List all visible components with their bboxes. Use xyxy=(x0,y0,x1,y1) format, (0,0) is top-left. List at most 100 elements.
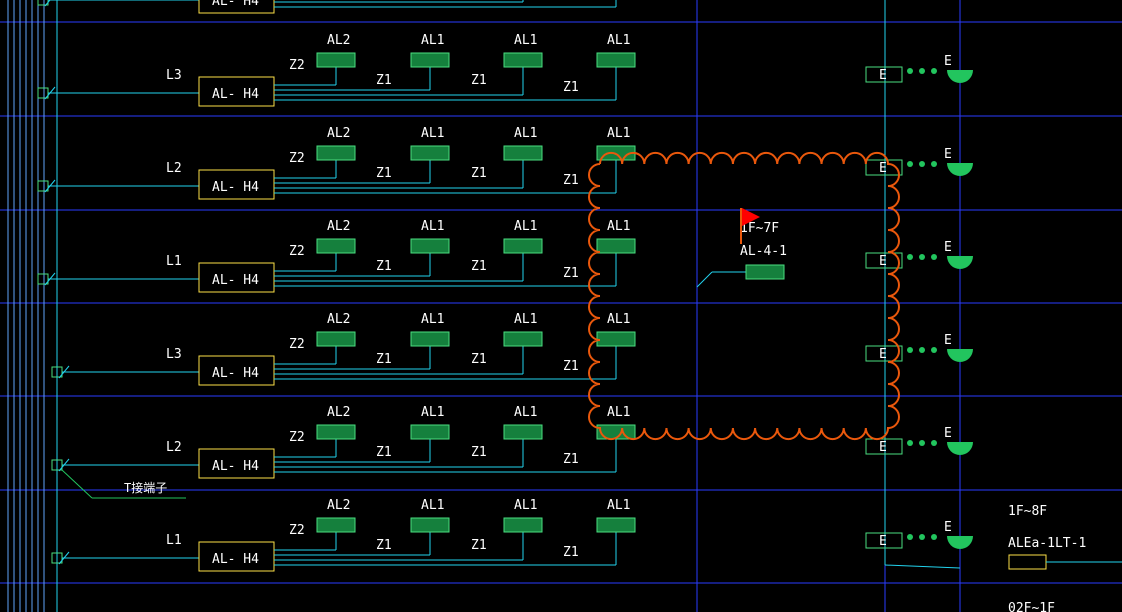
emergency-box xyxy=(865,345,903,362)
fixture-label: AL2 xyxy=(327,405,350,420)
link-dot-icon xyxy=(919,161,925,167)
emergency-lamp-label: E xyxy=(944,147,952,162)
cable-label: Z1 xyxy=(563,545,579,560)
fixture-symbol xyxy=(503,331,543,347)
cable-label: Z2 xyxy=(289,151,305,166)
fixture-label: AL1 xyxy=(607,126,630,141)
fixture-symbol xyxy=(316,52,356,68)
link-dot-icon xyxy=(907,534,913,540)
link-dot-icon xyxy=(919,347,925,353)
emergency-box xyxy=(865,438,903,455)
vertical-buses xyxy=(7,0,58,612)
cable-label: Z1 xyxy=(471,166,487,181)
distribution-row: AL- H4 xyxy=(37,0,617,14)
panel-box xyxy=(198,355,275,386)
link-dot-icon xyxy=(919,68,925,74)
link-dot-icon xyxy=(919,534,925,540)
fixture-symbol xyxy=(503,145,543,161)
cable-label: Z1 xyxy=(376,352,392,367)
emergency-lamp-label: E xyxy=(944,240,952,255)
fixture-symbol xyxy=(410,238,450,254)
fixture-label: AL1 xyxy=(607,405,630,420)
fixture-label: AL1 xyxy=(607,33,630,48)
link-dot-icon xyxy=(907,347,913,353)
panel-label: AL- H4 xyxy=(212,459,259,474)
cable-label: Z1 xyxy=(471,538,487,553)
link-dot-icon xyxy=(907,161,913,167)
cable-label: Z1 xyxy=(563,452,579,467)
emergency-box xyxy=(865,532,903,549)
fixture-label: AL1 xyxy=(421,126,444,141)
panel-box xyxy=(198,169,275,200)
emergency-lamp-label: E xyxy=(944,426,952,441)
emergency-lamp-label: E xyxy=(944,520,952,535)
emergency-box-label: E xyxy=(879,440,887,455)
emergency-lamp-icon xyxy=(947,163,973,176)
emergency-lamp-label: E xyxy=(944,54,952,69)
cable-label: Z2 xyxy=(289,58,305,73)
panel-label: AL- H4 xyxy=(212,273,259,288)
cable-label: Z2 xyxy=(289,244,305,259)
line-label: L3 xyxy=(166,68,182,83)
fixture-symbol xyxy=(503,52,543,68)
fixture-label: AL1 xyxy=(514,405,537,420)
cable-label: Z1 xyxy=(471,259,487,274)
panel-label: AL- H4 xyxy=(212,0,259,9)
cable-label: Z2 xyxy=(289,430,305,445)
emergency-lamp-icon xyxy=(947,442,973,455)
emergency-lamp-icon xyxy=(947,536,973,549)
t-terminal-label: T接端子 xyxy=(124,480,167,495)
cable-label: Z1 xyxy=(471,352,487,367)
link-dot-icon xyxy=(931,534,937,540)
emergency-lamp-icon xyxy=(947,349,973,362)
cable-label: Z1 xyxy=(376,445,392,460)
emergency-lamp-label: E xyxy=(944,333,952,348)
fixture-label: AL1 xyxy=(421,498,444,513)
panel-label: AL- H4 xyxy=(212,87,259,102)
emergency-box-label: E xyxy=(879,347,887,362)
fixture-symbol xyxy=(596,331,636,347)
bottom-note: 02F~1F xyxy=(1008,601,1055,612)
emergency-box-label: E xyxy=(879,254,887,269)
link-dot-icon xyxy=(931,68,937,74)
cloud-panel-label: AL-4-1 xyxy=(740,244,787,259)
cable-label: Z2 xyxy=(289,523,305,538)
fixture-label: AL1 xyxy=(514,498,537,513)
fixture-label: AL2 xyxy=(327,33,350,48)
line-label: L2 xyxy=(166,161,182,176)
link-dot-icon xyxy=(907,68,913,74)
emergency-unit: EE xyxy=(865,147,973,176)
fixture-symbol xyxy=(316,145,356,161)
link-dot-icon xyxy=(931,254,937,260)
revision-cloud xyxy=(588,152,900,440)
terminal-tick-icon xyxy=(44,0,51,7)
fixture-label: AL1 xyxy=(514,33,537,48)
line-label: L1 xyxy=(166,254,182,269)
emergency-unit: EE xyxy=(865,54,973,83)
flag-icon xyxy=(742,208,760,226)
link-dot-icon xyxy=(931,161,937,167)
line-label: L3 xyxy=(166,347,182,362)
emergency-link xyxy=(884,564,961,569)
t-terminal-leader xyxy=(61,469,93,499)
panel-box xyxy=(198,448,275,479)
line-label: L2 xyxy=(166,440,182,455)
link-dot-icon xyxy=(931,347,937,353)
annotations: T接端子 1F~7F AL-4-1 1F~8F ALEa-1LT-1 02F~1… xyxy=(61,208,1122,612)
cable-label: Z1 xyxy=(376,73,392,88)
fixture-symbol xyxy=(503,238,543,254)
fixture-symbol xyxy=(316,424,356,440)
fixture-symbol xyxy=(316,517,356,533)
link-dot-icon xyxy=(919,440,925,446)
emergency-lamp-icon xyxy=(947,256,973,269)
panel-label: AL- H4 xyxy=(212,180,259,195)
fixture-label: AL1 xyxy=(607,312,630,327)
